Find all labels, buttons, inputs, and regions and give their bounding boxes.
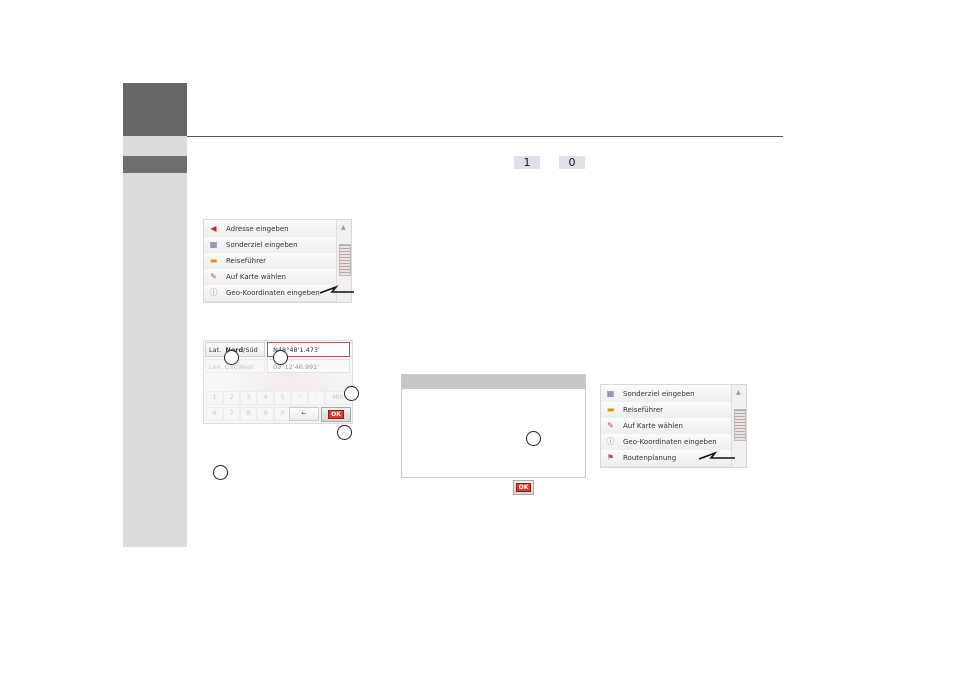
- backspace-key[interactable]: ←: [289, 407, 319, 421]
- header-rule: [187, 136, 783, 137]
- menu-item-karte[interactable]: ✎ Auf Karte wählen: [204, 269, 336, 286]
- scroll-thumb[interactable]: [339, 244, 351, 276]
- menu-scrollbar-2[interactable]: ▲: [731, 385, 746, 467]
- latitude-field[interactable]: N48°48'1.473': [267, 342, 350, 357]
- callout-circle-3: [344, 386, 359, 401]
- key-5[interactable]: 5: [274, 391, 291, 405]
- inline-ok-button-frame: OK: [513, 480, 534, 495]
- key-7[interactable]: 7: [223, 407, 240, 421]
- lon-toggle-button[interactable]: Lon. Ost/West: [205, 359, 265, 373]
- key-9[interactable]: 9: [257, 407, 274, 421]
- scroll-up-icon: ▲: [736, 389, 741, 396]
- menu-item-reisefuehrer[interactable]: ▬ Reiseführer: [204, 253, 336, 270]
- page-number-box-2: 0: [559, 156, 585, 169]
- menu-item-reisefuehrer-2[interactable]: ▬ Reiseführer: [601, 402, 731, 419]
- callout-circle-1: [224, 350, 239, 365]
- key-1[interactable]: 1: [206, 391, 223, 405]
- note-box-header: [402, 375, 585, 389]
- travel-guide-icon: ▬: [606, 405, 615, 414]
- menu-item-geo-2[interactable]: ⓘ Geo-Koordinaten eingeben: [601, 434, 731, 451]
- menu-item-sonderziel-2[interactable]: ▦ Sonderziel eingeben: [601, 386, 731, 403]
- longitude-field[interactable]: 09°12'46.991': [267, 359, 350, 373]
- left-sidebar: [123, 83, 187, 547]
- pointer-arrow-icon: [319, 285, 354, 294]
- key-4[interactable]: 4: [257, 391, 274, 405]
- destination-menu-top: ◀ Adresse eingeben ▦ Sonderziel eingeben…: [203, 219, 352, 303]
- key-2[interactable]: 2: [223, 391, 240, 405]
- menu-item-routenplanung[interactable]: ⚑ Routenplanung: [601, 450, 731, 467]
- flag-icon: ◀: [210, 224, 217, 233]
- inline-ok-button: OK: [516, 483, 531, 492]
- menu-item-geo[interactable]: ⓘ Geo-Koordinaten eingeben: [204, 285, 336, 302]
- scroll-thumb-2[interactable]: [734, 409, 746, 441]
- key-3[interactable]: 3: [240, 391, 257, 405]
- poi-icon: ▦: [209, 240, 218, 249]
- lat-sued-label: /Süd: [243, 346, 258, 354]
- key-6[interactable]: 6: [206, 407, 223, 421]
- key-8[interactable]: 8: [240, 407, 257, 421]
- destination-menu-bottom: ▦ Sonderziel eingeben ▬ Reiseführer ✎ Au…: [600, 384, 747, 468]
- globe-icon: ⓘ: [209, 288, 218, 297]
- ok-key-frame[interactable]: OK: [321, 407, 351, 422]
- menu-item-sonderziel[interactable]: ▦ Sonderziel eingeben: [204, 237, 336, 254]
- page-number-box-1: 1: [514, 156, 540, 169]
- key-minute[interactable]: ': [308, 391, 325, 405]
- map-icon: ✎: [210, 272, 217, 281]
- callout-circle-2: [273, 350, 288, 365]
- callout-circle-5: [213, 465, 228, 480]
- callout-circle-4: [337, 425, 352, 440]
- menu-item-karte-2[interactable]: ✎ Auf Karte wählen: [601, 418, 731, 435]
- scroll-up-icon: ▲: [341, 224, 346, 231]
- menu-scrollbar[interactable]: ▲: [336, 220, 351, 302]
- note-box: [401, 374, 586, 478]
- ok-key[interactable]: OK: [328, 410, 344, 419]
- chapter-header-block: [123, 83, 187, 136]
- route-icon: ⚑: [606, 453, 615, 462]
- menu-item-adresse[interactable]: ◀ Adresse eingeben: [204, 221, 336, 238]
- key-degree[interactable]: °: [291, 391, 308, 405]
- poi-icon: ▦: [606, 389, 615, 398]
- map-icon: ✎: [607, 421, 614, 430]
- globe-icon: ⓘ: [606, 437, 615, 446]
- travel-guide-icon: ▬: [209, 256, 218, 265]
- callout-circle-6: [526, 431, 541, 446]
- chapter-tab-marker: [123, 156, 187, 173]
- pointer-arrow-icon-2: [698, 451, 735, 460]
